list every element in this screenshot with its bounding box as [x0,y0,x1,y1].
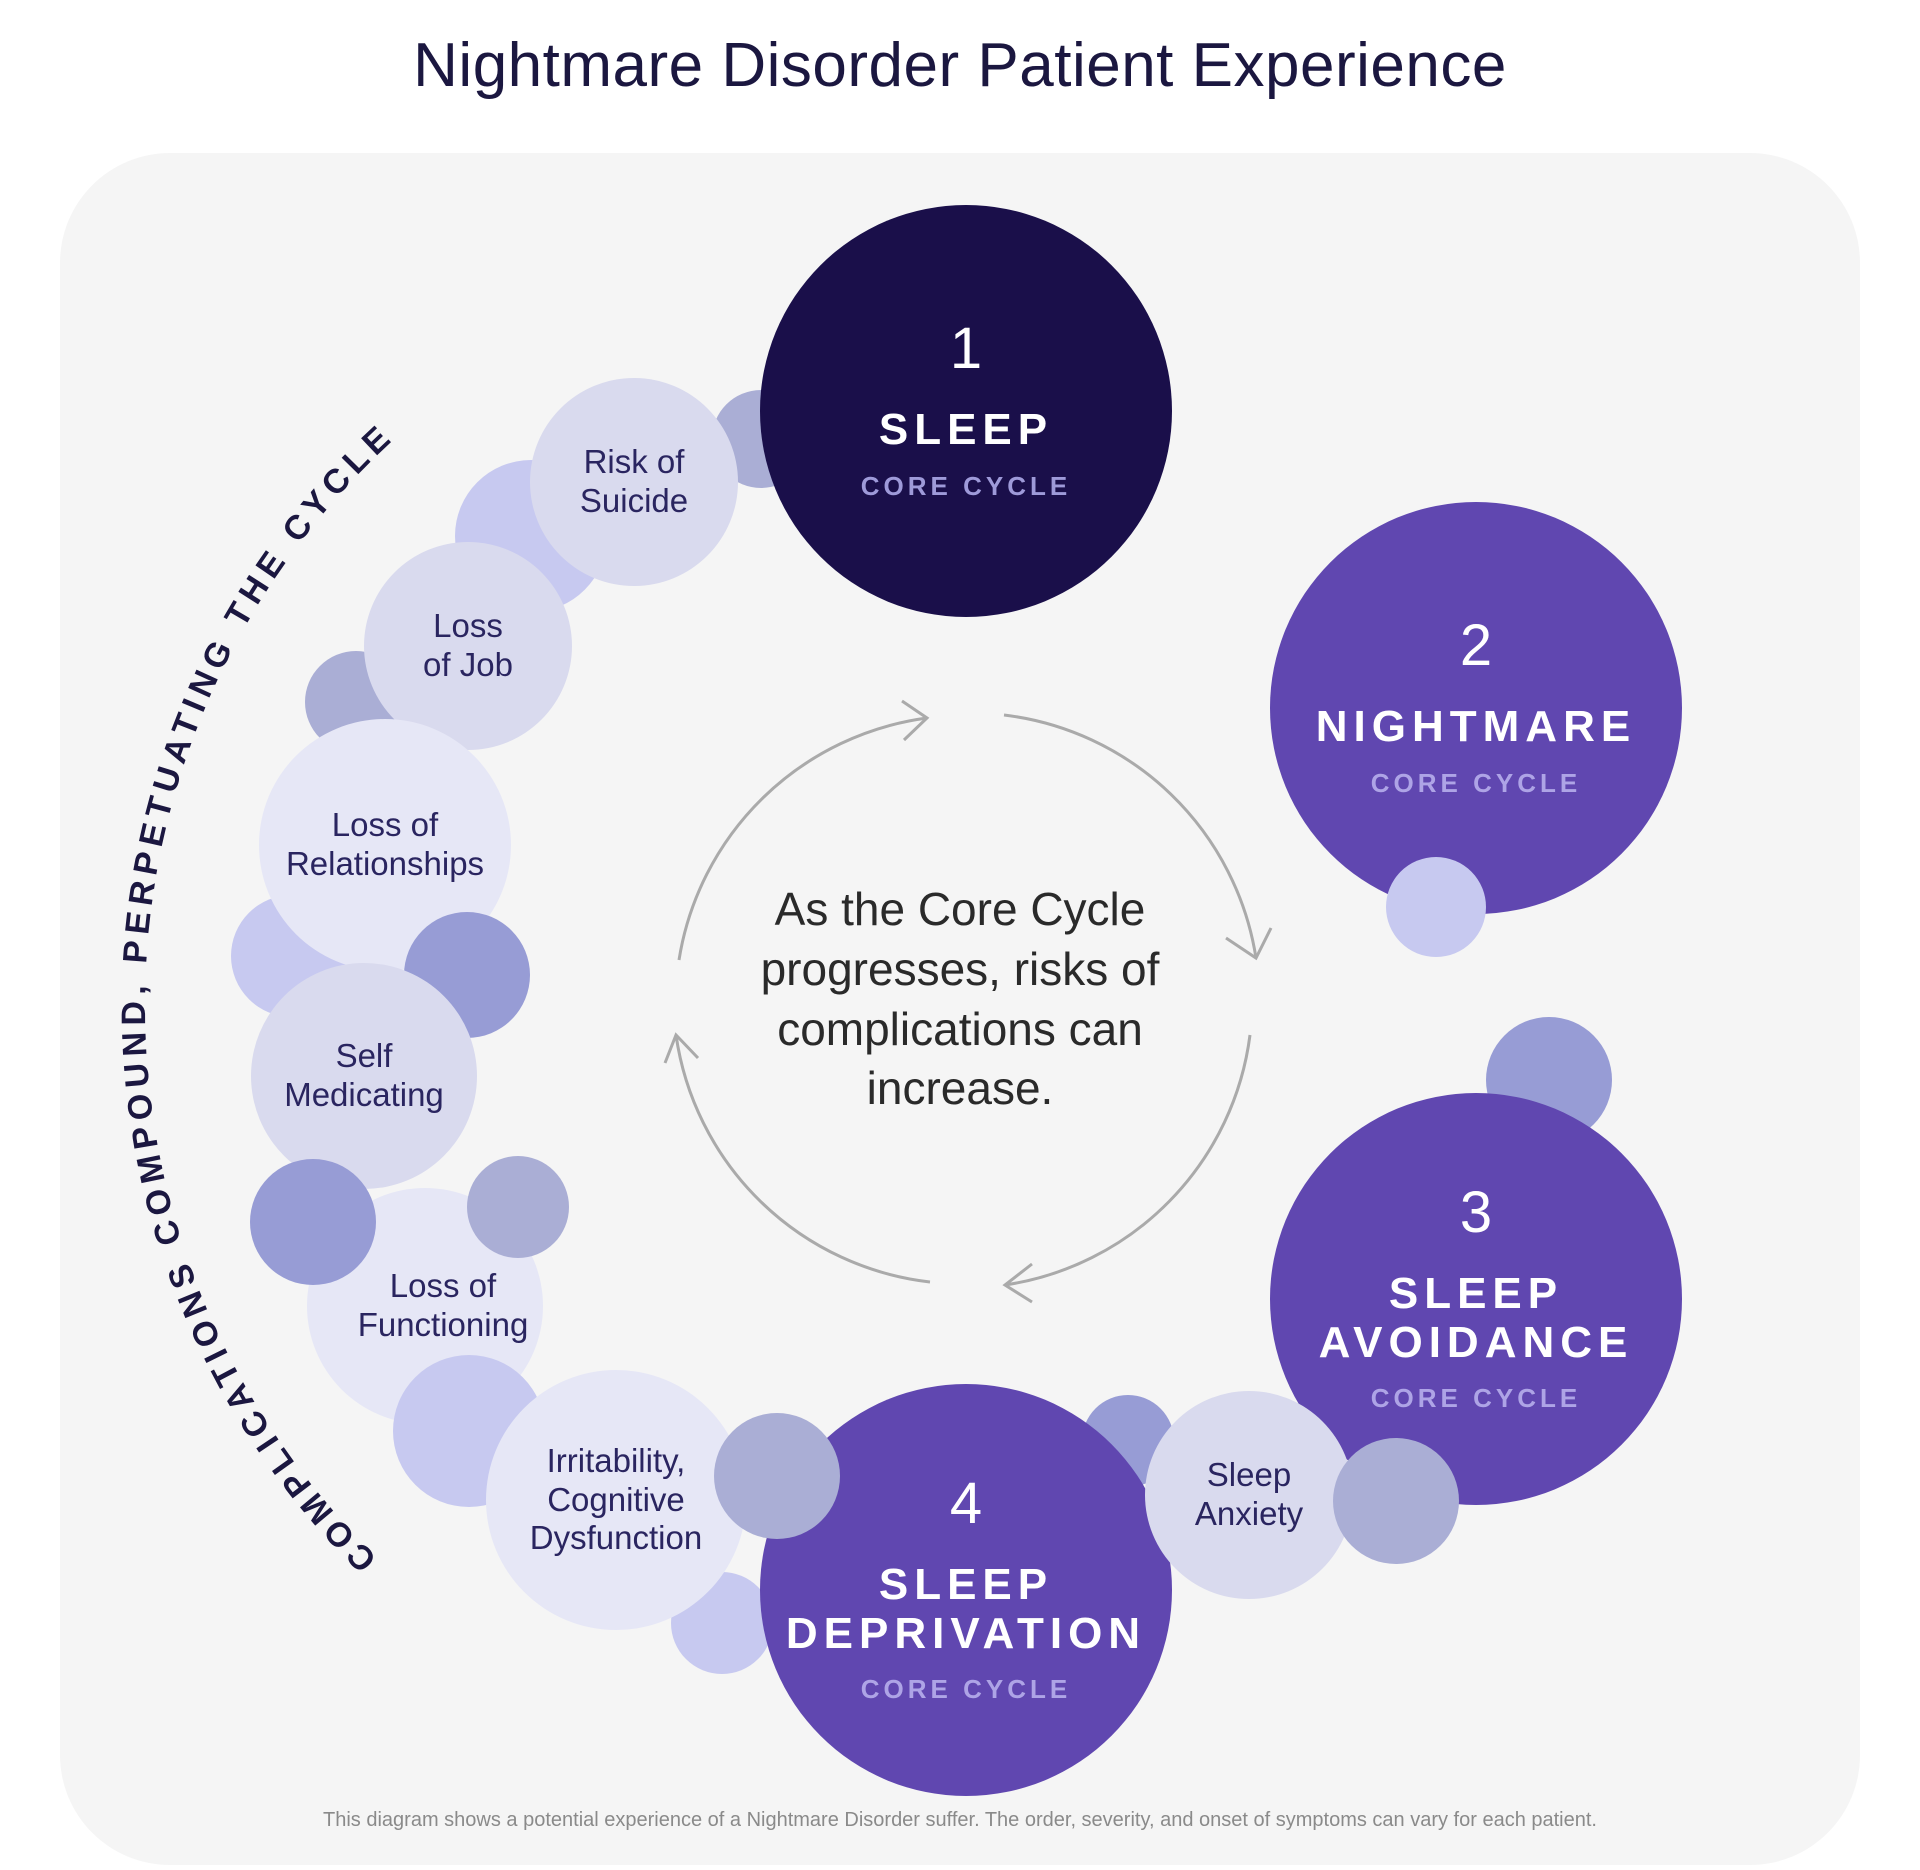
core-step-subtitle: CORE CYCLE [860,470,1072,501]
decor-dot [467,1156,569,1258]
center-caption: As the Core Cycle progresses, risks of c… [760,883,1160,1115]
complication-loss-of-job: Loss of Job [364,542,572,750]
complication-self-medicating: Self Medicating [251,963,477,1189]
core-step-subtitle: CORE CYCLE [1370,1382,1582,1413]
core-step-nightmare: 2 NIGHTMARE CORE CYCLE [1270,502,1682,914]
core-step-sleep-avoidance: 3 SLEEP AVOIDANCE CORE CYCLE [1270,1093,1682,1505]
arrow-arc-top [677,716,928,961]
core-step-subtitle: CORE CYCLE [1370,767,1582,798]
core-step-number: 1 [949,316,983,382]
complication-label: Loss of Job [423,607,513,683]
complication-label: Self Medicating [284,1037,444,1113]
core-step-title: SLEEP [878,405,1054,455]
core-step-number: 2 [1459,613,1493,679]
core-step-title: NIGHTMARE [1315,702,1637,752]
diagram-title: Nightmare Disorder Patient Experience [413,31,1507,100]
arrow-arc-left [674,1034,931,1284]
complication-risk-of-suicide: Risk of Suicide [530,378,738,586]
complication-label: Irritability, Cognitive Dysfunction [529,1441,703,1557]
complication-label: Loss of Functioning [357,1267,529,1343]
complication-irritability: Irritability, Cognitive Dysfunction [486,1370,746,1630]
arrow-arc-right [1003,713,1258,959]
footnote: This diagram shows a potential experienc… [323,1809,1597,1831]
arrowhead-bottom [1002,1262,1033,1304]
decor-dot [714,1413,840,1539]
core-step-title: SLEEP AVOIDANCE [1318,1269,1634,1367]
decor-dot [1333,1438,1459,1564]
decor-dot [1386,857,1486,957]
arrowhead-left [663,1032,700,1064]
complication-sleep-anxiety: Sleep Anxiety [1145,1391,1353,1599]
core-step-sleep: 1 SLEEP CORE CYCLE [760,205,1172,617]
core-step-title: SLEEP DEPRIVATION [785,1560,1147,1658]
core-step-number: 3 [1459,1180,1493,1246]
complication-label: Risk of Suicide [579,443,689,519]
complication-label: Sleep Anxiety [1194,1456,1304,1532]
core-step-number: 4 [949,1471,983,1537]
core-step-subtitle: CORE CYCLE [860,1673,1072,1704]
arrowhead-top [901,699,930,742]
complication-label: Loss of Relationships [285,806,485,882]
arrowhead-right [1225,927,1273,961]
decor-dot [250,1159,376,1285]
arrow-arc-bottom [1004,1034,1252,1287]
